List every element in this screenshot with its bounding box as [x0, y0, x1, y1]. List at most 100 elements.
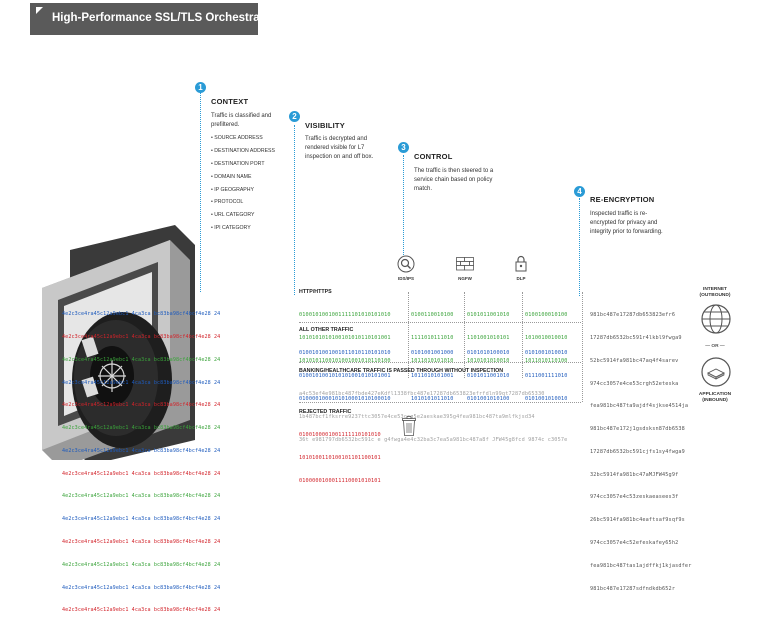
hex-line: 974cc3057e4c53zeskaeasees3f [590, 494, 679, 501]
service-divider [464, 292, 465, 378]
other-dlp-stream: 0101001010010 0111001111010 010100101001… [525, 335, 568, 411]
section-divider [299, 322, 581, 323]
step-2-description: Traffic is decrypted and rendered visibl… [305, 136, 374, 160]
bit-line: 1011010110100 [525, 357, 568, 364]
reencrypted-output-stream: 981bc487e17287db653823efr6 17287db6532bc… [590, 297, 691, 601]
bit-line: 0111001111010 [525, 372, 568, 379]
service-label-ids-ips: IDS/IPS [397, 276, 414, 281]
step-4-title: RE-ENCRYPTION [590, 195, 655, 204]
bit-line: 0101001001000 [411, 350, 454, 357]
bit-line: 0100001000101010001010100010 [299, 395, 391, 402]
bit-line: 0101001010010 [525, 350, 568, 357]
bit-line: 1010010010010 [525, 334, 568, 341]
page-title: High-Performance SSL/TLS Orchestration [52, 12, 281, 24]
vault-line: 4e2c3ce4ra45c12a9ebc1 4ca3ca bc83ba98cf4… [62, 425, 221, 432]
vault-line: 4e2c3ce4ra45c12a9ebc1 4ca3ca bc83ba98cf4… [62, 516, 221, 523]
vault-data-stream: 4e2c3ce4ra45c12a9ebc1 4ca3ca bc83ba98cf4… [62, 296, 302, 623]
step-2-badge: 2 [289, 111, 300, 122]
hex-line: 981bc487e172j1gsdsksn87db6538 [590, 426, 685, 433]
hex-line: 36t e981797db6532bc591c e g4fwga4e4c32ba… [299, 436, 568, 443]
list-item: • DESTINATION ADDRESS [211, 147, 275, 154]
step-2-connector [294, 125, 295, 295]
or-separator: — OR — [705, 344, 725, 349]
hex-line: 981bc487e17287sdfndkdb652r [590, 585, 676, 592]
list-item: • DOMAIN NAME [211, 173, 252, 180]
hex-line: fea981bc487tas1ajdffkj1kjasdfer [590, 562, 692, 569]
hex-line: 1b487bcf1fksrre9237ttc3057e4ce53ccg5e2ae… [299, 413, 535, 420]
https-ids-stream: 0100110010100 1111010111010 101101010101… [411, 297, 454, 373]
bit-line: 0100000100011110001010101 [299, 477, 381, 484]
bit-line: 1011010101001 [411, 372, 454, 379]
bit-line: 1010101010010 [467, 357, 510, 364]
service-divider [582, 292, 583, 402]
internet-label: INTERNET (OUTBOUND) [699, 287, 731, 298]
vault-illustration [42, 225, 195, 460]
bit-line: 0100101001001011010110101010 [299, 350, 391, 357]
bit-line: 1010101011010 [411, 395, 454, 402]
hex-line: 974cc3057e4c52efeskafey65h2 [590, 540, 679, 546]
bit-line: 0100100001001111110101010 [299, 432, 381, 439]
step-1-title: CONTEXT [211, 97, 249, 106]
bit-line: 0100101001001111101010101010 [299, 312, 391, 319]
vault-line: 4e2c3ce4ra45c12a9ebc1 4ca3ca bc83ba98cf4… [62, 447, 221, 454]
list-item: • IPI CATEGORY [211, 225, 251, 232]
bit-line: 1010101010100101010110101001 [299, 334, 391, 341]
other-ids-stream: 0101001001000 1011010101001 101010101101… [411, 335, 454, 411]
bit-line: 0101001010010 [525, 395, 568, 402]
https-dlp-stream: 0100100010100 1010010010010 101101011010… [525, 297, 568, 373]
bit-line: 0101001010100 [467, 395, 510, 402]
vault-line: 4e2c3ce4ra45c12a9ebc1 4ca3ca bc83ba98cf4… [62, 356, 221, 363]
list-item: • SOURCE ADDRESS [211, 135, 263, 141]
context-criteria-list: • SOURCE ADDRESS • DESTINATION ADDRESS •… [211, 132, 275, 235]
globe-icon [701, 304, 731, 334]
hex-line: 17287db6532bc591cjfs1sy4fwga9 [590, 448, 685, 455]
other-bit-stream: 0100101001001011010110101010 01001010010… [299, 335, 391, 411]
vault-line: 4e2c3ce4ra45c12a9ebc1 4ca3ca bc83ba98cf4… [62, 584, 221, 591]
trash-can-icon [402, 416, 416, 436]
service-divider [522, 292, 523, 378]
bit-line: 0100101001010101001010101001 [299, 372, 391, 379]
service-label-dlp: DLP [516, 276, 526, 281]
list-item: • URL CATEGORY [211, 212, 255, 219]
bit-line: 0101011001010 [467, 312, 510, 319]
https-bit-stream: 0100101001001111101010101010 10101010101… [299, 297, 391, 373]
vault-line: 4e2c3ce4ra45c12a9ebc1 4ca3ca bc83ba98cf4… [62, 333, 221, 340]
section-label-https: HTTP/HTTPS [299, 289, 332, 295]
magnifier-icon [397, 255, 415, 273]
step-3-description: The traffic is then steered to a service… [414, 168, 494, 192]
vault-line: 4e2c3ce4ra45c12a9ebc1 4ca3ca bc83ba98cf4… [62, 402, 221, 409]
hex-line: 52bc5914fa981bc47aq4f4sarev [590, 357, 679, 364]
hex-line: 981bc487e17287db653823efr6 [590, 312, 676, 319]
vault-line: 4e2c3ce4ra45c12a9ebc1 4ca3ca bc83ba98cf4… [62, 470, 221, 477]
padlock-icon [515, 255, 527, 272]
vault-line: 4e2c3ce4ra45c12a9ebc1 4ca3ca bc83ba98cf4… [62, 311, 221, 318]
list-item: • DESTINATION PORT [211, 160, 265, 167]
list-item: • IP GEOGRAPHY [211, 186, 254, 193]
step-1-badge: 1 [195, 82, 206, 93]
application-label: APPLICATION (INBOUND) [698, 392, 732, 403]
vault-line: 4e2c3ce4ra45c12a9ebc1 4ca3ca bc83ba98cf4… [62, 493, 221, 500]
hex-line: fea981bc487ta9ajdf4sjkse4514ja [590, 403, 689, 410]
other-ngfw-stream: 0101010100010 0101011001010 010100101010… [467, 335, 510, 411]
service-label-ngfw: NGFW [458, 276, 472, 281]
step-4-connector [579, 198, 580, 296]
firewall-icon [456, 257, 474, 271]
hex-line: 32bc5914fa981bc47aMJFW45g9f [590, 471, 679, 478]
step-2-title: VISIBILITY [305, 121, 345, 130]
hex-line: 974cc3057e4ce53crgh52eteska [590, 380, 679, 387]
step-1-connector [200, 92, 201, 292]
vault-line: 4e2c3ce4ra45c12a9ebc1 4ca3ca bc83ba98cf4… [62, 539, 221, 545]
bit-line: 1101001010101 [467, 334, 510, 341]
step-1-description: Traffic is classified and prefiltered. [211, 113, 272, 128]
step-3-title: CONTROL [414, 152, 453, 161]
title-bar: High-Performance SSL/TLS Orchestration [30, 3, 281, 35]
bit-line: 0101011001010 [467, 372, 510, 379]
section-divider [299, 362, 581, 363]
hex-line: 17287db6532bc591r4lkbl9fwga9 [590, 334, 682, 341]
bit-line: 1111010111010 [411, 334, 454, 341]
section-label-other: ALL OTHER TRAFFIC [299, 327, 354, 333]
bit-line: 0101010100010 [467, 350, 510, 357]
hex-line: a4c53ef4e981bc487fbde427eKdfl1338fbc487e… [299, 391, 545, 398]
step-3-badge: 3 [398, 142, 409, 153]
step-4-description: Inspected traffic is re-encrypted for pr… [590, 211, 663, 235]
